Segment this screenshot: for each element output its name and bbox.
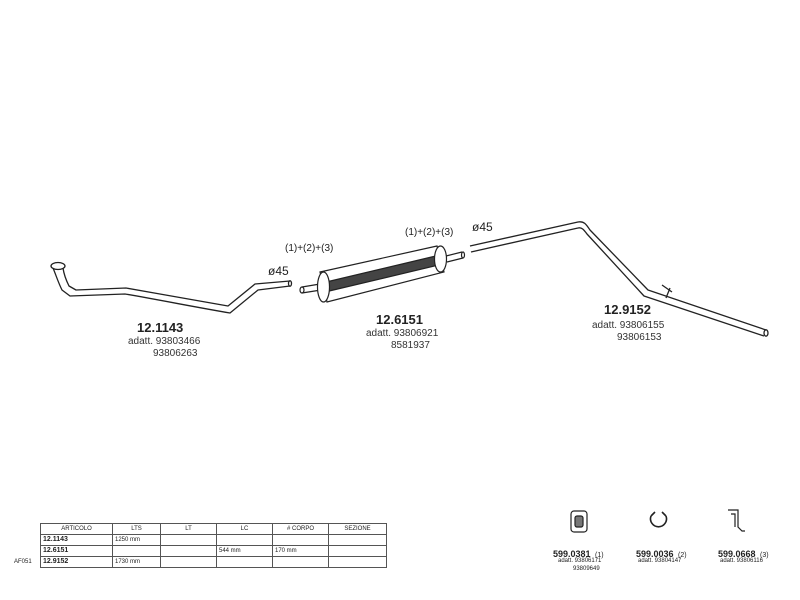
table-cell: 1730 mm: [112, 556, 161, 568]
table-cell: 1250 mm: [112, 534, 161, 546]
accessory-alt: 93809649: [573, 566, 600, 572]
part-code-rear-pipe: 12.9152: [604, 302, 651, 317]
table-row: 12.9152 1730 mm: [40, 556, 387, 568]
callout-front: (1)+(2)+(3): [285, 243, 334, 254]
callout-silencer: (1)+(2)+(3): [405, 227, 454, 238]
table-cell: [160, 545, 217, 557]
table-cell: [328, 534, 387, 546]
table-cell: [328, 545, 387, 557]
pipe-clamp-icon: [649, 511, 668, 528]
table-row: 12.6151 544 mm 170 mm: [40, 545, 387, 557]
table-header: LC: [216, 523, 273, 535]
table-header: LTS: [112, 523, 161, 535]
accessory-adatt: adatt. 93806116: [720, 558, 763, 564]
table-cell: [160, 556, 217, 568]
accessory-code: 599.0381: [553, 549, 591, 559]
accessory-code: 599.0036: [636, 549, 674, 559]
accessory-adatt: adatt. 93806171: [558, 558, 602, 564]
table-cell: [216, 534, 273, 546]
table-side-label: AF051: [14, 559, 32, 565]
table-cell: 12.6151: [40, 545, 113, 557]
part-adatt-silencer: adatt. 93806921: [366, 328, 439, 339]
accessory-bracket: 599.0668 (3): [718, 544, 769, 562]
front-pipe-drawing: [50, 261, 293, 314]
table-cell: 12.9152: [40, 556, 113, 568]
table-header: SEZIONE: [328, 523, 387, 535]
diameter-front: ø45: [268, 264, 289, 278]
accessory-hanger: 599.0381 (1): [553, 544, 604, 562]
table-row: 12.1143 1250 mm: [40, 534, 387, 546]
table-cell: 170 mm: [272, 545, 329, 557]
table-cell: [216, 556, 273, 568]
parts-table: ARTICOLO LTS LT LC # CORPO SEZIONE 12.11…: [40, 523, 387, 568]
accessory-code: 599.0668: [718, 549, 756, 559]
table-cell: [272, 534, 329, 546]
part-alt-silencer: 8581937: [391, 340, 430, 351]
silencer-drawing: [299, 245, 466, 303]
accessory-adatt: adatt. 93804147: [638, 558, 682, 564]
table-cell: [112, 545, 161, 557]
table-header: ARTICOLO: [40, 523, 113, 535]
accessory-ref: (1): [595, 552, 604, 559]
accessory-ref: (3): [760, 552, 769, 559]
part-alt-front-pipe: 93806263: [153, 348, 198, 359]
rear-pipe-drawing: [469, 221, 769, 337]
accessory-clamp: 599.0036 (2): [636, 544, 687, 562]
part-alt-rear-pipe: 93806153: [617, 332, 662, 343]
table-header: LT: [160, 523, 217, 535]
table-cell: [272, 556, 329, 568]
table-header: # CORPO: [272, 523, 329, 535]
table-cell: [328, 556, 387, 568]
part-adatt-front-pipe: adatt. 93803466: [128, 336, 201, 347]
accessory-ref: (2): [678, 552, 687, 559]
mounting-bracket-icon: [728, 509, 745, 532]
part-code-front-pipe: 12.1143: [137, 320, 184, 335]
rubber-hanger-icon: [570, 510, 588, 533]
table-cell: 12.1143: [40, 534, 113, 546]
table-header-row: ARTICOLO LTS LT LC # CORPO SEZIONE: [40, 523, 387, 535]
part-adatt-rear-pipe: adatt. 93806155: [592, 320, 665, 331]
part-code-silencer: 12.6151: [376, 312, 423, 327]
table-cell: 544 mm: [216, 545, 273, 557]
table-cell: [160, 534, 217, 546]
diameter-rear: ø45: [472, 220, 493, 234]
